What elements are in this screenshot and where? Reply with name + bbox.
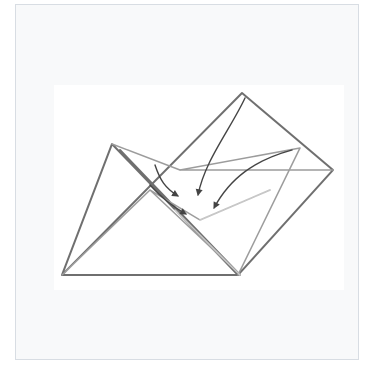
light-crease-1	[175, 210, 240, 275]
inner-right-crease	[180, 148, 300, 275]
right-wing-outline	[62, 93, 333, 275]
arrow-right	[214, 150, 292, 208]
inner-fold-lines	[62, 144, 333, 275]
light-fold-lines	[175, 190, 270, 275]
outer-fold-lines	[62, 93, 333, 275]
light-crease-2	[200, 190, 270, 220]
